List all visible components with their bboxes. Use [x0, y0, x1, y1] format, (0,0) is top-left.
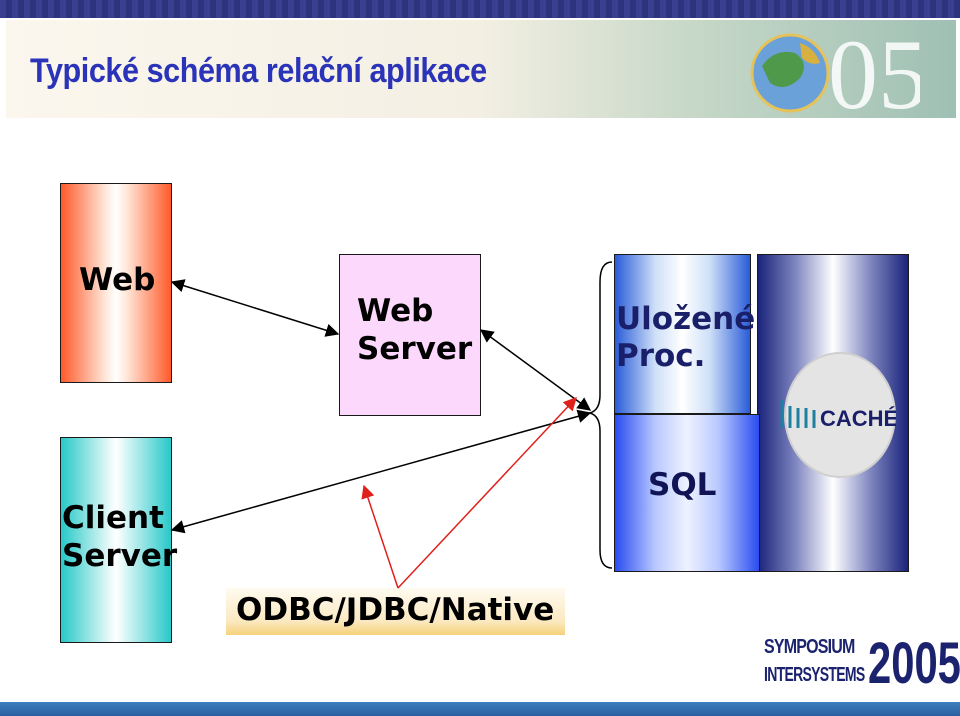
- odbc-to-client-line-red: [361, 484, 399, 589]
- odbc-label: ODBC/JDBC/Native: [236, 592, 555, 628]
- client-server-label-line1: Client: [62, 500, 164, 536]
- stored-proc-box: [614, 254, 751, 414]
- client-server-box: [60, 437, 172, 643]
- symposium-logo: SYMPOSIUM INTERSYSTEMS 2005: [760, 631, 960, 700]
- symposium-year: 2005: [868, 631, 960, 696]
- bottom-decor-bar: [0, 702, 960, 716]
- web-server-label-line2: Server: [357, 331, 473, 367]
- client-to-db-arrow: [170, 409, 592, 534]
- db-bracket: [587, 261, 613, 569]
- sql-label: SQL: [648, 467, 717, 503]
- symposium-line1: SYMPOSIUM: [764, 636, 855, 658]
- logo-05-text: 05: [828, 19, 920, 118]
- web-server-label-line1: Web: [357, 293, 434, 329]
- web-to-webserver-arrow: [170, 279, 340, 337]
- odbc-to-webserver-line-red: [397, 397, 577, 589]
- web-label: Web: [79, 262, 156, 298]
- cache-logo: CACHÉ: [780, 352, 896, 478]
- top-decor-bar: [0, 0, 960, 18]
- sql-box: [614, 414, 760, 572]
- webserver-to-db-arrow: [479, 329, 592, 411]
- client-server-label-line2: Server: [62, 538, 178, 574]
- cache-logo-text: CACHÉ: [820, 406, 896, 431]
- stored-proc-label-line2: Proc.: [616, 338, 706, 374]
- web-server-box: [339, 254, 481, 416]
- globe-05-logo: 05: [750, 19, 920, 118]
- odbc-label-box: [226, 588, 565, 635]
- slide-title: Typické schéma relační aplikace: [30, 52, 487, 90]
- symposium-line2: INTERSYSTEMS: [764, 664, 865, 686]
- stored-proc-label-line1: Uložené: [616, 301, 756, 337]
